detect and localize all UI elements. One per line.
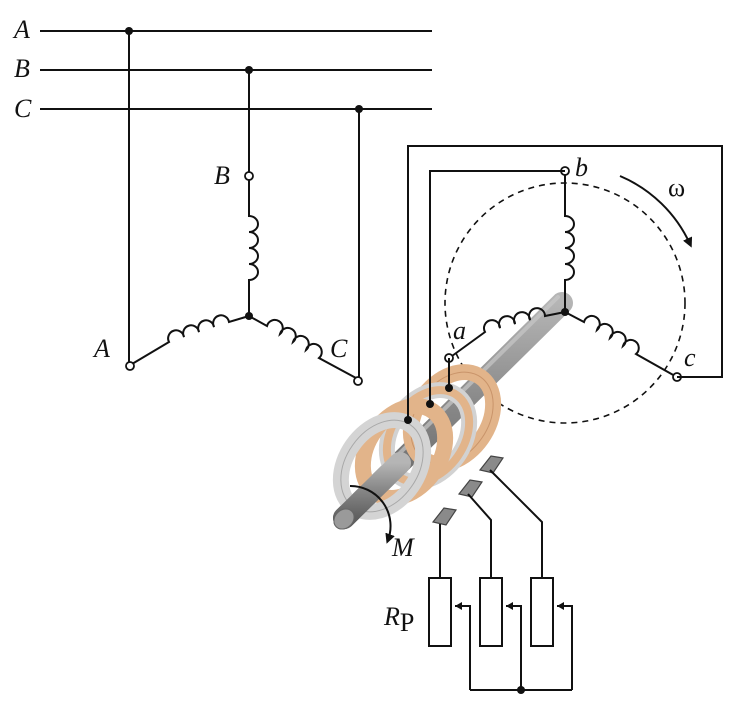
stator-label-b: B xyxy=(214,161,230,190)
supply-line-b-label: B xyxy=(14,54,30,83)
stator-terminal-b xyxy=(244,171,254,181)
supply-lines: A B C xyxy=(12,15,432,123)
resistor-label: RP xyxy=(383,602,414,637)
stator-label-c: C xyxy=(330,334,348,363)
torque-indicator: M xyxy=(349,484,415,562)
resistor-3 xyxy=(530,577,554,647)
rotation-arrow xyxy=(619,175,693,248)
stator-label-a: A xyxy=(92,334,110,363)
stator-winding: B A C xyxy=(92,31,363,386)
lead-b-to-ring xyxy=(429,170,565,403)
lead-b-contact xyxy=(426,400,434,408)
brushes xyxy=(431,455,543,578)
rotor-coil-c xyxy=(564,311,676,377)
brush-3-lead xyxy=(489,469,543,578)
lead-c-contact xyxy=(404,416,412,424)
rotor-label-b: b xyxy=(575,153,588,182)
stator-terminal-c xyxy=(353,376,363,386)
rotor-coil-b xyxy=(564,173,575,313)
resistor-1 xyxy=(428,577,452,647)
lead-a-contact xyxy=(445,384,453,392)
torque-arrow xyxy=(349,484,395,544)
slider-1 xyxy=(455,605,471,690)
slip-ring-leads xyxy=(404,145,723,424)
stator-terminal-a xyxy=(125,361,135,371)
supply-line-a-label: A xyxy=(12,15,30,44)
stator-neutral-point xyxy=(245,312,253,320)
torque-label: M xyxy=(391,533,415,562)
rotor-label-a: a xyxy=(453,316,466,345)
rotor-neutral-point xyxy=(561,308,569,316)
lead-c-to-ring xyxy=(407,145,723,420)
slider-3 xyxy=(557,605,573,690)
rheostat-star-point xyxy=(517,686,525,694)
rotor-label-c: c xyxy=(684,343,696,372)
slip-rings xyxy=(332,364,502,530)
starting-rheostat: RP xyxy=(383,577,573,694)
brush-3 xyxy=(478,455,505,474)
slider-2 xyxy=(506,605,522,690)
brush-2 xyxy=(457,479,484,498)
stator-coil-a xyxy=(131,314,250,365)
resistor-2 xyxy=(479,577,503,647)
supply-line-c-label: C xyxy=(14,94,32,123)
rotor-coil-a xyxy=(451,307,566,357)
brush-2-lead xyxy=(467,493,492,578)
omega-label: ω xyxy=(668,173,685,202)
stator-coil-c xyxy=(248,315,357,379)
stator-coil-b xyxy=(248,178,259,317)
rotor-winding: b a c xyxy=(444,153,696,382)
brush-1 xyxy=(431,507,458,526)
